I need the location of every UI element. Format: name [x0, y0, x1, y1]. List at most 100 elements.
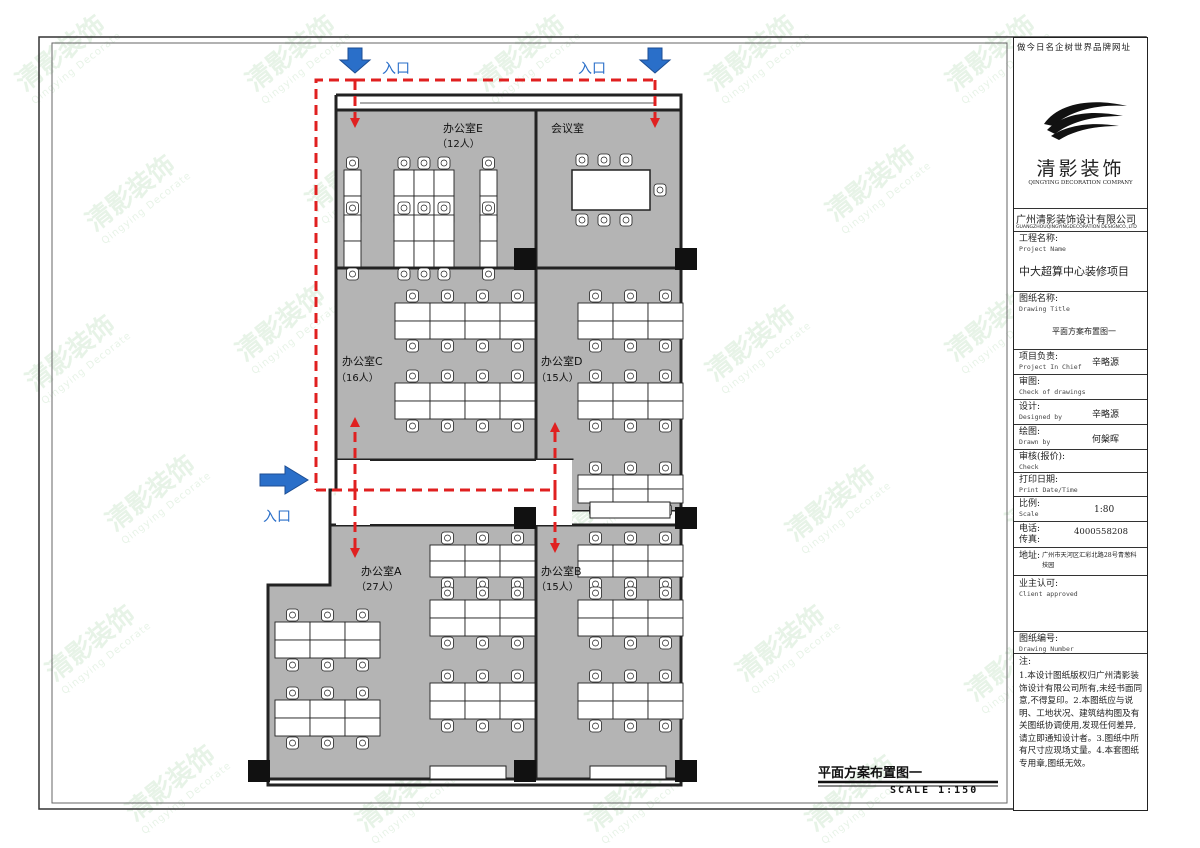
caption-scale: SCALE 1:150 [890, 785, 979, 796]
meeting-chairs [575, 153, 667, 227]
brand-logo [1044, 102, 1127, 140]
desk [647, 560, 684, 578]
desk-cluster [577, 669, 684, 733]
office-chair [437, 201, 451, 215]
office-chair [511, 719, 524, 733]
chief-label: 项目负责: [1019, 352, 1059, 362]
office-chair [417, 267, 431, 281]
office-chair [575, 213, 589, 227]
scale-label: 比例: [1019, 499, 1041, 509]
office-a-name: 办公室A [361, 565, 402, 578]
desk-cluster [429, 531, 536, 591]
office-chair [624, 289, 637, 303]
office-chair [482, 201, 495, 215]
office-chair [476, 339, 489, 353]
office-chair [624, 586, 637, 600]
desk [499, 617, 536, 637]
notes-text: 1.本设计图纸版权归广州清影装饰设计有限公司所有,未经书面同意,不得复印。2.本… [1019, 671, 1143, 769]
desk [343, 240, 362, 268]
review-en: Check [1019, 463, 1039, 471]
office-chair [397, 156, 411, 170]
office-chair [589, 369, 602, 383]
office-b-capacity: （15人） [536, 582, 579, 593]
office-chair [476, 669, 489, 683]
office-chair [356, 608, 369, 622]
office-chair [511, 339, 524, 353]
office-chair [589, 669, 602, 683]
office-chair [659, 531, 672, 545]
office-chair [437, 156, 451, 170]
entrance-arrow-2 [638, 47, 672, 74]
entrance-arrow-3 [259, 465, 309, 495]
drawn-en: Drawn by [1019, 438, 1051, 446]
scale-value: 1:80 [1094, 505, 1115, 515]
office-chair [482, 156, 495, 170]
drawing-no-en: Drawing Number [1019, 645, 1074, 653]
office-chair [659, 636, 672, 650]
evacuation-arrowheads [350, 118, 660, 558]
desk [433, 240, 455, 268]
project-name-label: 工程名称: [1019, 234, 1059, 244]
phone-label: 电话: [1019, 524, 1041, 534]
office-chair [476, 369, 489, 383]
office-chair [589, 461, 602, 475]
office-chair [476, 719, 489, 733]
office-chair [441, 339, 454, 353]
drawing-title: 平面方案布置图一 [1052, 327, 1116, 336]
entrance-arrow-1 [338, 47, 372, 74]
drawing-title-label: 图纸名称: [1019, 294, 1059, 304]
office-chair [589, 719, 602, 733]
office-chair [321, 736, 334, 750]
desk [499, 560, 536, 578]
office-chair [653, 183, 667, 197]
office-chair [589, 289, 602, 303]
drawing-caption: 平面方案布置图一 SCALE 1:150 [818, 762, 996, 796]
desk-clusters [274, 156, 684, 750]
office-chair [597, 213, 611, 227]
entrance-label-2: 入口 [578, 61, 606, 77]
review-label: 审核(报价): [1019, 452, 1066, 462]
office-chair [356, 658, 369, 672]
office-chair [624, 669, 637, 683]
office-chair [406, 289, 419, 303]
project-name: 中大超算中心装修项目 [1019, 265, 1129, 278]
office-chair [321, 658, 334, 672]
office-chair [659, 461, 672, 475]
office-chair [589, 419, 602, 433]
office-chair [441, 719, 454, 733]
office-chair [476, 636, 489, 650]
office-chair [476, 419, 489, 433]
office-chair [476, 586, 489, 600]
desk-cluster [429, 669, 536, 733]
company-cn: 广州清影装饰设计有限公司 [1016, 215, 1136, 226]
desk [499, 320, 536, 340]
office-chair [589, 586, 602, 600]
office-chair [482, 267, 495, 281]
office-chair [589, 531, 602, 545]
desk [647, 400, 684, 420]
office-d-name: 办公室D [541, 355, 583, 368]
office-chair [321, 686, 334, 700]
meeting-table [571, 169, 651, 211]
office-chair [286, 658, 299, 672]
office-chair [511, 669, 524, 683]
client-en: Client approved [1019, 590, 1078, 598]
office-chair [441, 586, 454, 600]
office-chair [406, 339, 419, 353]
desk [647, 700, 684, 720]
print-date-label: 打印日期: [1019, 475, 1059, 485]
office-chair [441, 531, 454, 545]
office-chair [619, 213, 633, 227]
office-chair [356, 736, 369, 750]
office-chair [441, 636, 454, 650]
office-chair [659, 339, 672, 353]
desk-cluster [429, 586, 536, 650]
office-chair [624, 369, 637, 383]
desk-cluster [394, 289, 536, 353]
office-chair [624, 531, 637, 545]
drawn-value: 何槃晖 [1092, 435, 1120, 445]
office-chair [346, 201, 359, 215]
desk [499, 700, 536, 720]
desk-cluster [577, 586, 684, 650]
